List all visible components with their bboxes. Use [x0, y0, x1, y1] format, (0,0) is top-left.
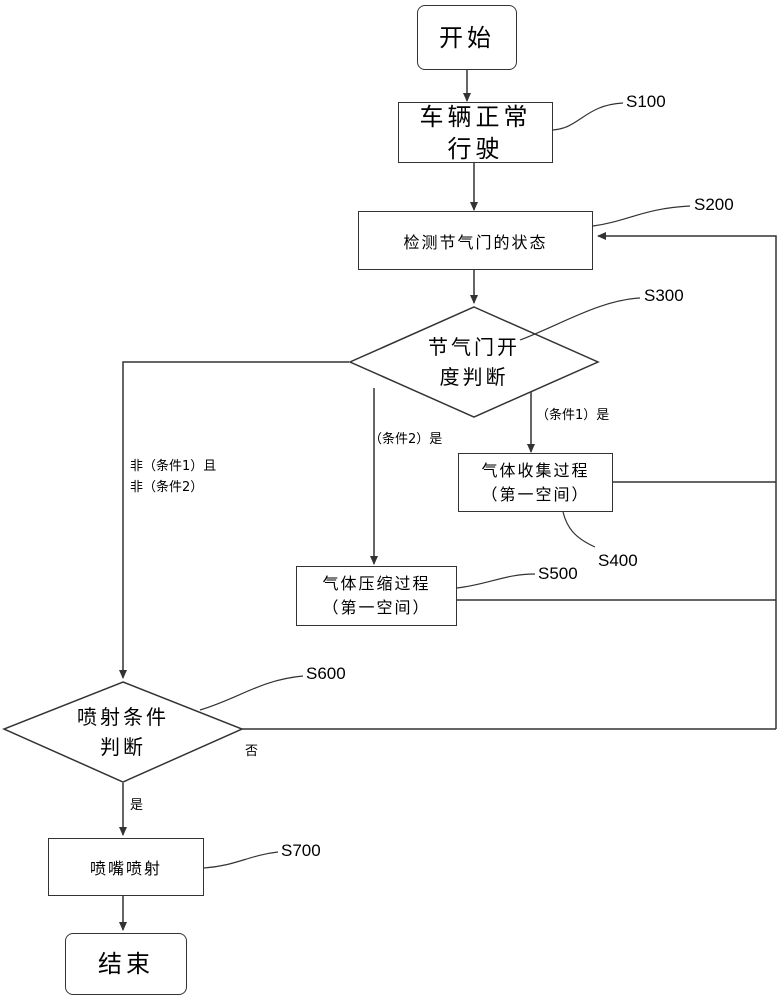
decision-s600: 喷射条件 判断 [30, 692, 216, 772]
s500-label-line2: （第一空间） [322, 596, 430, 620]
s300-label-line1: 节气门开 [428, 332, 520, 362]
s100-label: 车辆正常行驶 [409, 101, 542, 165]
edge-label-neither-line1: 非（条件1）且 [130, 455, 216, 474]
edge-label-no: 否 [245, 740, 258, 759]
decision-s300: 节气门开 度判断 [380, 322, 568, 402]
leader-s400 [563, 512, 595, 547]
end-label: 结束 [98, 948, 154, 980]
leader-s700 [204, 852, 278, 868]
s300-label-line2: 度判断 [440, 362, 509, 392]
step-label-s300: S300 [644, 286, 684, 306]
step-label-s500: S500 [538, 564, 578, 584]
process-s700: 喷嘴喷射 [48, 838, 204, 896]
s200-label: 检测节气门的状态 [403, 229, 547, 253]
edge-label-yes: 是 [130, 794, 143, 813]
leader-s500 [457, 574, 535, 588]
edge-s300-s600 [123, 362, 349, 678]
process-s400: 气体收集过程 （第一空间） [458, 453, 613, 512]
leader-s100 [553, 103, 623, 130]
leader-s200 [593, 206, 690, 226]
step-label-s100: S100 [626, 92, 666, 112]
step-label-s400: S400 [598, 551, 638, 571]
end-node: 结束 [65, 933, 187, 995]
s500-label-line1: 气体压缩过程 [322, 572, 430, 596]
s400-label-line1: 气体收集过程 [481, 459, 589, 483]
process-s200: 检测节气门的状态 [358, 211, 593, 270]
edge-label-neither-line2: 非（条件2） [130, 476, 203, 495]
start-label: 开始 [439, 22, 495, 54]
s600-label-line1: 喷射条件 [77, 702, 169, 732]
process-s100: 车辆正常行驶 [398, 102, 553, 163]
s600-label-line2: 判断 [100, 732, 146, 762]
process-s500: 气体压缩过程 （第一空间） [296, 566, 457, 626]
edge-label-cond1: （条件1）是 [536, 404, 609, 423]
step-label-s700: S700 [281, 841, 321, 861]
s400-label-line2: （第一空间） [481, 483, 589, 507]
step-label-s200: S200 [694, 195, 734, 215]
start-node: 开始 [417, 5, 517, 70]
step-label-s600: S600 [306, 664, 346, 684]
s700-label: 喷嘴喷射 [90, 855, 162, 879]
edge-label-cond2: （条件2）是 [369, 428, 442, 447]
